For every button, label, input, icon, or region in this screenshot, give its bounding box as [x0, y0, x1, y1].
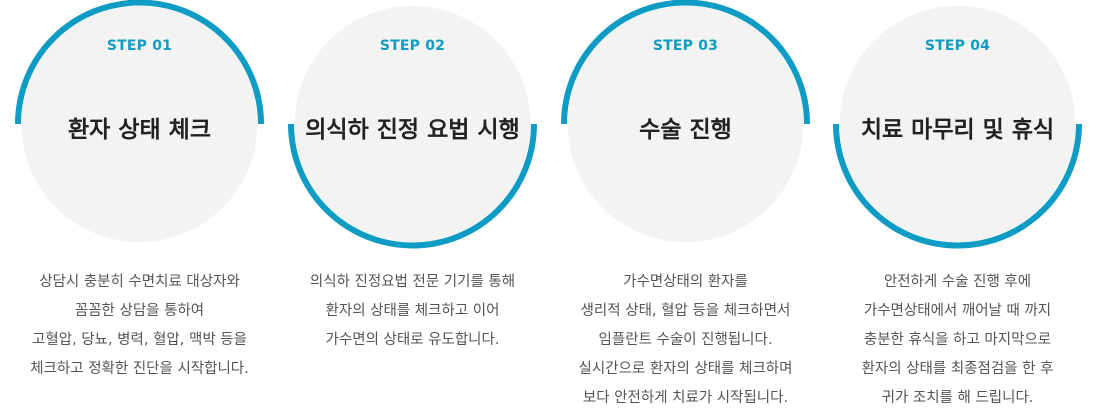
description-line: 고혈압, 당뇨, 병력, 혈압, 맥박 등을	[32, 332, 247, 348]
process-steps: STEP 01 환자 상태 체크 상담시 충분히 수면치료 대상자와 꼼꼼한 상…	[4, 0, 1093, 406]
ring-icon	[15, 0, 264, 242]
description-line: 환자의 상태를 최종점검을 한 후	[861, 361, 1054, 377]
description-line: 의식하 진정요법 전문 기기를 통해	[309, 274, 516, 290]
accent-ring-arc	[15, 0, 264, 125]
accent-ring-arc	[288, 123, 537, 249]
description-line: 가수면의 상태로 유도합니다.	[325, 332, 500, 348]
circle-background	[839, 6, 1076, 242]
description-line: 안전하게 수술 진행 후에	[883, 274, 1032, 290]
step-number: STEP 04	[924, 38, 991, 54]
step-title: 의식하 진정 요법 시행	[305, 117, 520, 143]
circle-background	[294, 6, 531, 242]
circle-background	[21, 6, 258, 242]
step-description: 상담시 충분히 수면치료 대상자와 꼼꼼한 상담을 통하여 고혈압, 당뇨, 병…	[4, 268, 275, 384]
description-line: 가수면상태의 환자를	[623, 274, 748, 290]
step-circle	[277, 0, 548, 250]
step-number: STEP 03	[652, 38, 719, 54]
step-circle	[550, 0, 821, 250]
step-card-2: STEP 02 의식하 진정 요법 시행 의식하 진정요법 전문 기기를 통해 …	[277, 0, 548, 402]
step-title: 환자 상태 체크	[68, 117, 211, 143]
step-description: 의식하 진정요법 전문 기기를 통해 환자의 상태를 체크하고 이어 가수면의 …	[277, 268, 548, 355]
description-line: 체크하고 정확한 진단을 시작합니다.	[30, 361, 249, 377]
description-line: 귀가 조치를 해 드립니다.	[881, 390, 1034, 406]
step-title: 치료 마무리 및 휴식	[860, 117, 1055, 143]
step-description: 가수면상태의 환자를 생리적 상태, 혈압 등을 체크하면서 임플란트 수술이 …	[550, 268, 821, 413]
step-title: 수술 진행	[639, 117, 732, 143]
ring-icon	[288, 6, 537, 249]
ring-icon	[561, 0, 810, 242]
accent-ring-arc	[561, 0, 810, 125]
step-circle	[4, 0, 275, 250]
description-line: 가수면상태에서 깨어날 때 까지	[863, 303, 1052, 319]
description-line: 상담시 충분히 수면치료 대상자와	[39, 274, 240, 290]
step-circle	[822, 0, 1093, 250]
step-card-3: STEP 03 수술 진행 가수면상태의 환자를 생리적 상태, 혈압 등을 체…	[550, 0, 821, 406]
step-number: STEP 01	[106, 38, 173, 54]
accent-ring-arc	[833, 123, 1082, 249]
step-number: STEP 02	[379, 38, 446, 54]
description-line: 생리적 상태, 혈압 등을 체크하면서	[580, 303, 791, 319]
description-line: 실시간으로 환자의 상태를 체크하며	[578, 361, 793, 377]
ring-icon	[833, 6, 1082, 249]
description-line: 충분한 휴식을 하고 마지막으로	[863, 332, 1052, 348]
description-line: 보다 안전하게 치료가 시작됩니다.	[582, 390, 789, 406]
step-card-1: STEP 01 환자 상태 체크 상담시 충분히 수면치료 대상자와 꼼꼼한 상…	[4, 0, 275, 402]
step-card-4: STEP 04 치료 마무리 및 휴식 안전하게 수술 진행 후에 가수면상태에…	[822, 0, 1093, 406]
description-line: 환자의 상태를 체크하고 이어	[325, 303, 500, 319]
circle-background	[567, 6, 804, 242]
step-description: 안전하게 수술 진행 후에 가수면상태에서 깨어날 때 까지 충분한 휴식을 하…	[822, 268, 1093, 413]
description-line: 꼼꼼한 상담을 통하여	[74, 303, 205, 319]
description-line: 임플란트 수술이 진행됩니다.	[598, 332, 773, 348]
